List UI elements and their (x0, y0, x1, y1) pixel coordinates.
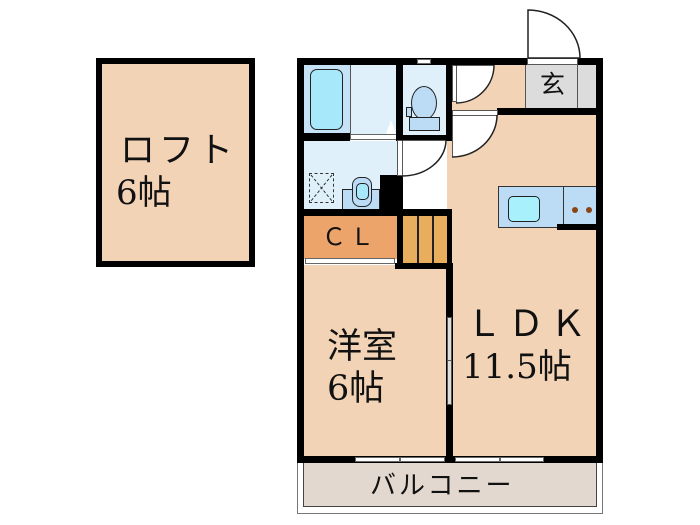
stove-burner-icon (586, 207, 592, 213)
wall-left (297, 58, 304, 463)
wall-toilet-right (446, 58, 452, 141)
washbasin-bowl-icon (356, 183, 369, 200)
western-room (303, 265, 446, 457)
western-room-window[interactable] (355, 457, 400, 462)
loft-label: ロフト (120, 131, 238, 171)
balcony-label: バルコニー (370, 471, 515, 501)
loft-stairs[interactable] (403, 215, 449, 264)
ldk-size: 11.5帖 (462, 347, 572, 387)
wall-top-right (577, 58, 603, 65)
shoe-storage (577, 65, 597, 109)
toilet-tank-icon (409, 117, 440, 131)
bathtub-icon (310, 69, 343, 130)
stair-tread (432, 215, 434, 264)
wall-entrance-bottom (497, 108, 603, 115)
sliding-door-western-ldk[interactable] (447, 317, 452, 405)
ldk-door-icon[interactable] (452, 115, 500, 159)
western-room-size: 6帖 (327, 369, 385, 409)
washing-machine-space-icon (309, 173, 334, 203)
wall-bath-bottom (297, 133, 350, 141)
bath-door (350, 134, 397, 140)
closet-label: ＣＬ (322, 223, 378, 251)
wall-top (297, 58, 527, 65)
washroom-door-icon[interactable] (402, 140, 448, 178)
wall-wash-bottom (297, 209, 452, 216)
wall-stairs-right (447, 209, 452, 269)
closet-doors (305, 258, 395, 264)
wall-bath-toilet (396, 58, 403, 141)
stove-burner-icon (572, 207, 578, 213)
entrance (525, 65, 577, 109)
western-room-window[interactable] (400, 457, 445, 462)
stair-tread (417, 215, 419, 264)
wall-wash-block (380, 175, 403, 216)
loft-size: 6帖 (116, 173, 172, 213)
bath-door-hinge-icon (386, 120, 396, 134)
kitchen-divider (563, 186, 564, 228)
wall-stairs-bottom (395, 263, 452, 269)
toilet-paper-icon (406, 107, 412, 117)
western-room-label: 洋室 (327, 327, 398, 367)
sliding-door-split (447, 360, 452, 361)
ldk-window[interactable] (500, 457, 544, 462)
wall-toilet-bottom (396, 135, 452, 141)
loft-room: ロフト 6帖 (96, 58, 255, 267)
entrance-label: 玄 (540, 70, 566, 99)
washing-machine-x-icon (310, 174, 333, 202)
ldk-label: ＬＤＫ (466, 304, 593, 345)
wall-right (596, 58, 603, 463)
balcony (303, 463, 597, 507)
toilet-bowl-icon (411, 86, 437, 120)
kitchen-sink-icon (508, 196, 540, 222)
toilet-window (417, 59, 431, 64)
ldk-window[interactable] (455, 457, 500, 462)
toilet-door-icon[interactable] (456, 65, 498, 105)
wall-closet-right (397, 216, 403, 269)
wall-kitchen-stub (557, 224, 603, 230)
closet (303, 216, 397, 259)
front-door-icon[interactable] (526, 8, 582, 60)
